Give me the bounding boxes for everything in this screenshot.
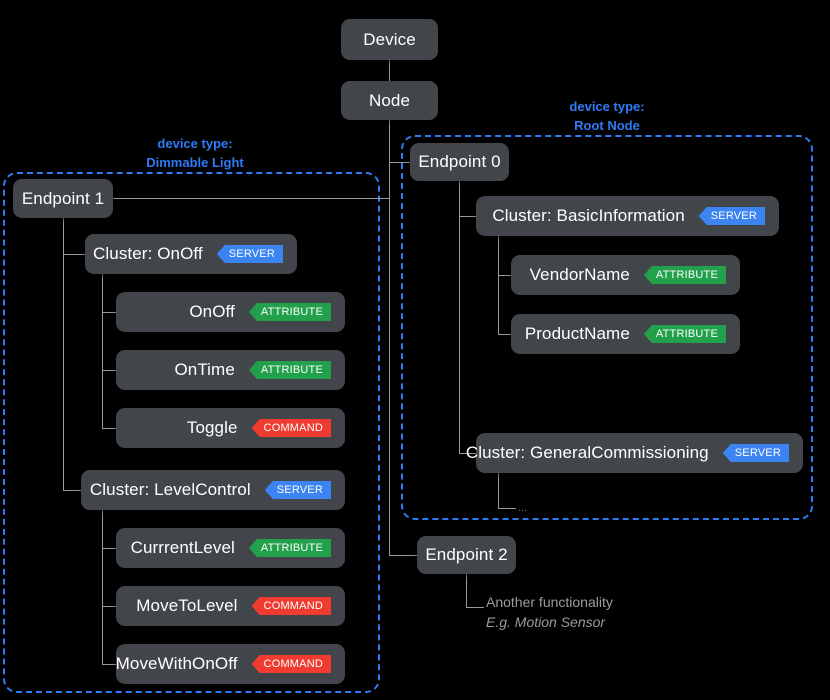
node-device-label: Device bbox=[363, 29, 416, 49]
group-dimmable-light bbox=[3, 172, 380, 693]
attribute-currentlevel-badge: ATTRIBUTE bbox=[248, 539, 331, 557]
cluster-generalcommissioning-badge: SERVER bbox=[722, 444, 789, 462]
connector-node-trunk bbox=[389, 119, 390, 555]
connector-device-node bbox=[389, 60, 390, 82]
connector-currentlevel-attr bbox=[102, 548, 120, 549]
attribute-vendorname-label: VendorName bbox=[529, 265, 630, 284]
cluster-onoff-badge: SERVER bbox=[216, 245, 283, 263]
command-movetolevel-badge: COMMAND bbox=[251, 597, 331, 615]
node-command-toggle[interactable]: Toggle COMMAND bbox=[116, 408, 345, 448]
group-root-node bbox=[401, 135, 813, 520]
connector-basicinfo-trunk bbox=[498, 234, 499, 334]
group-label-dimmable-light-bottom: Dimmable Light bbox=[146, 155, 244, 170]
attribute-ontime-label: OnTime bbox=[174, 360, 235, 379]
connector-generalcomm-more bbox=[498, 508, 516, 509]
attribute-vendorname-badge: ATTRIBUTE bbox=[643, 266, 726, 284]
command-movetolevel-label: MoveToLevel bbox=[136, 596, 238, 615]
cluster-basicinformation-badge: SERVER bbox=[698, 207, 765, 225]
node-endpoint-2-label: Endpoint 2 bbox=[425, 545, 508, 564]
connector-productname-attr bbox=[498, 334, 516, 335]
node-endpoint-1[interactable]: Endpoint 1 bbox=[13, 179, 113, 218]
cluster-basicinformation-label: Cluster: BasicInformation bbox=[492, 206, 685, 225]
node-endpoint-0-label: Endpoint 0 bbox=[418, 152, 501, 171]
node-attribute-productname[interactable]: ProductName ATTRIBUTE bbox=[511, 314, 740, 354]
connector-endpoint0-basicinfo bbox=[459, 216, 477, 217]
command-toggle-badge: COMMAND bbox=[251, 419, 331, 437]
generalcommissioning-more-ellipsis: ... bbox=[518, 502, 528, 514]
connector-movetolevel-cmd bbox=[102, 606, 120, 607]
command-toggle-label: Toggle bbox=[186, 418, 238, 437]
attribute-productname-label: ProductName bbox=[524, 324, 630, 343]
connector-onoff-trunk bbox=[102, 272, 103, 428]
group-label-root-node-top: device type: bbox=[569, 99, 645, 114]
connector-onoff-attr bbox=[102, 312, 120, 313]
connector-vendorname-attr bbox=[498, 275, 516, 276]
connector-endpoint0-generalcomm bbox=[459, 453, 477, 454]
node-command-movewithonoff[interactable]: MoveWithOnOff COMMAND bbox=[116, 644, 345, 684]
group-label-root-node-bottom: Root Node bbox=[574, 118, 640, 133]
connector-toggle-cmd bbox=[102, 428, 120, 429]
connector-ontime-attr bbox=[102, 370, 120, 371]
connector-endpoint1-levelcontrol bbox=[63, 490, 81, 491]
node-cluster-onoff[interactable]: Cluster: OnOff SERVER bbox=[85, 234, 297, 274]
node-node[interactable]: Node bbox=[341, 81, 438, 120]
endpoint2-note: Another functionality E.g. Motion Sensor bbox=[486, 592, 613, 632]
node-attribute-vendorname[interactable]: VendorName ATTRIBUTE bbox=[511, 255, 740, 295]
connector-trunk-endpoint0 bbox=[389, 162, 411, 163]
connector-movewithonoff-cmd bbox=[102, 664, 120, 665]
command-movewithonoff-label: MoveWithOnOff bbox=[115, 654, 238, 673]
connector-endpoint1-trunk bbox=[63, 216, 64, 491]
node-attribute-onoff[interactable]: OnOff ATTRIBUTE bbox=[116, 292, 345, 332]
endpoint2-note-line2: E.g. Motion Sensor bbox=[486, 614, 606, 630]
group-label-dimmable-light-top: device type: bbox=[157, 136, 233, 151]
node-command-movetolevel[interactable]: MoveToLevel COMMAND bbox=[116, 586, 345, 626]
connector-generalcomm-trunk bbox=[498, 471, 499, 508]
attribute-onoff-badge: ATTRIBUTE bbox=[248, 303, 331, 321]
attribute-currentlevel-label: CurrrentLevel bbox=[130, 538, 235, 557]
node-attribute-currentlevel[interactable]: CurrrentLevel ATTRIBUTE bbox=[116, 528, 345, 568]
command-movewithonoff-badge: COMMAND bbox=[251, 655, 331, 673]
connector-trunk-endpoint1 bbox=[110, 198, 390, 199]
node-endpoint-1-label: Endpoint 1 bbox=[21, 188, 105, 208]
endpoint2-note-line1: Another functionality bbox=[486, 594, 613, 610]
connector-endpoint2-trunk bbox=[466, 573, 467, 607]
connector-endpoint2-note bbox=[466, 607, 484, 608]
cluster-levelcontrol-badge: SERVER bbox=[264, 481, 331, 499]
node-cluster-generalcommissioning[interactable]: Cluster: GeneralCommissioning SERVER bbox=[466, 433, 803, 473]
attribute-ontime-badge: ATTRIBUTE bbox=[248, 361, 331, 379]
connector-levelcontrol-trunk bbox=[102, 508, 103, 664]
connector-trunk-endpoint2 bbox=[389, 555, 417, 556]
node-attribute-ontime[interactable]: OnTime ATTRIBUTE bbox=[116, 350, 345, 390]
node-cluster-basicinformation[interactable]: Cluster: BasicInformation SERVER bbox=[476, 196, 779, 236]
node-node-label: Node bbox=[368, 90, 411, 110]
group-label-root-node: device type: Root Node bbox=[522, 97, 692, 135]
node-cluster-levelcontrol[interactable]: Cluster: LevelControl SERVER bbox=[81, 470, 345, 510]
node-endpoint-2[interactable]: Endpoint 2 bbox=[417, 536, 516, 574]
cluster-onoff-label: Cluster: OnOff bbox=[93, 244, 203, 263]
group-label-dimmable-light: device type: Dimmable Light bbox=[80, 134, 310, 172]
connector-endpoint0-trunk bbox=[459, 180, 460, 453]
attribute-onoff-label: OnOff bbox=[189, 302, 235, 321]
node-endpoint-0[interactable]: Endpoint 0 bbox=[410, 143, 509, 181]
connector-endpoint1-onoff bbox=[63, 254, 85, 255]
attribute-productname-badge: ATTRIBUTE bbox=[643, 325, 726, 343]
cluster-levelcontrol-label: Cluster: LevelControl bbox=[89, 480, 251, 499]
node-device[interactable]: Device bbox=[341, 19, 438, 60]
cluster-generalcommissioning-label: Cluster: GeneralCommissioning bbox=[465, 443, 709, 462]
